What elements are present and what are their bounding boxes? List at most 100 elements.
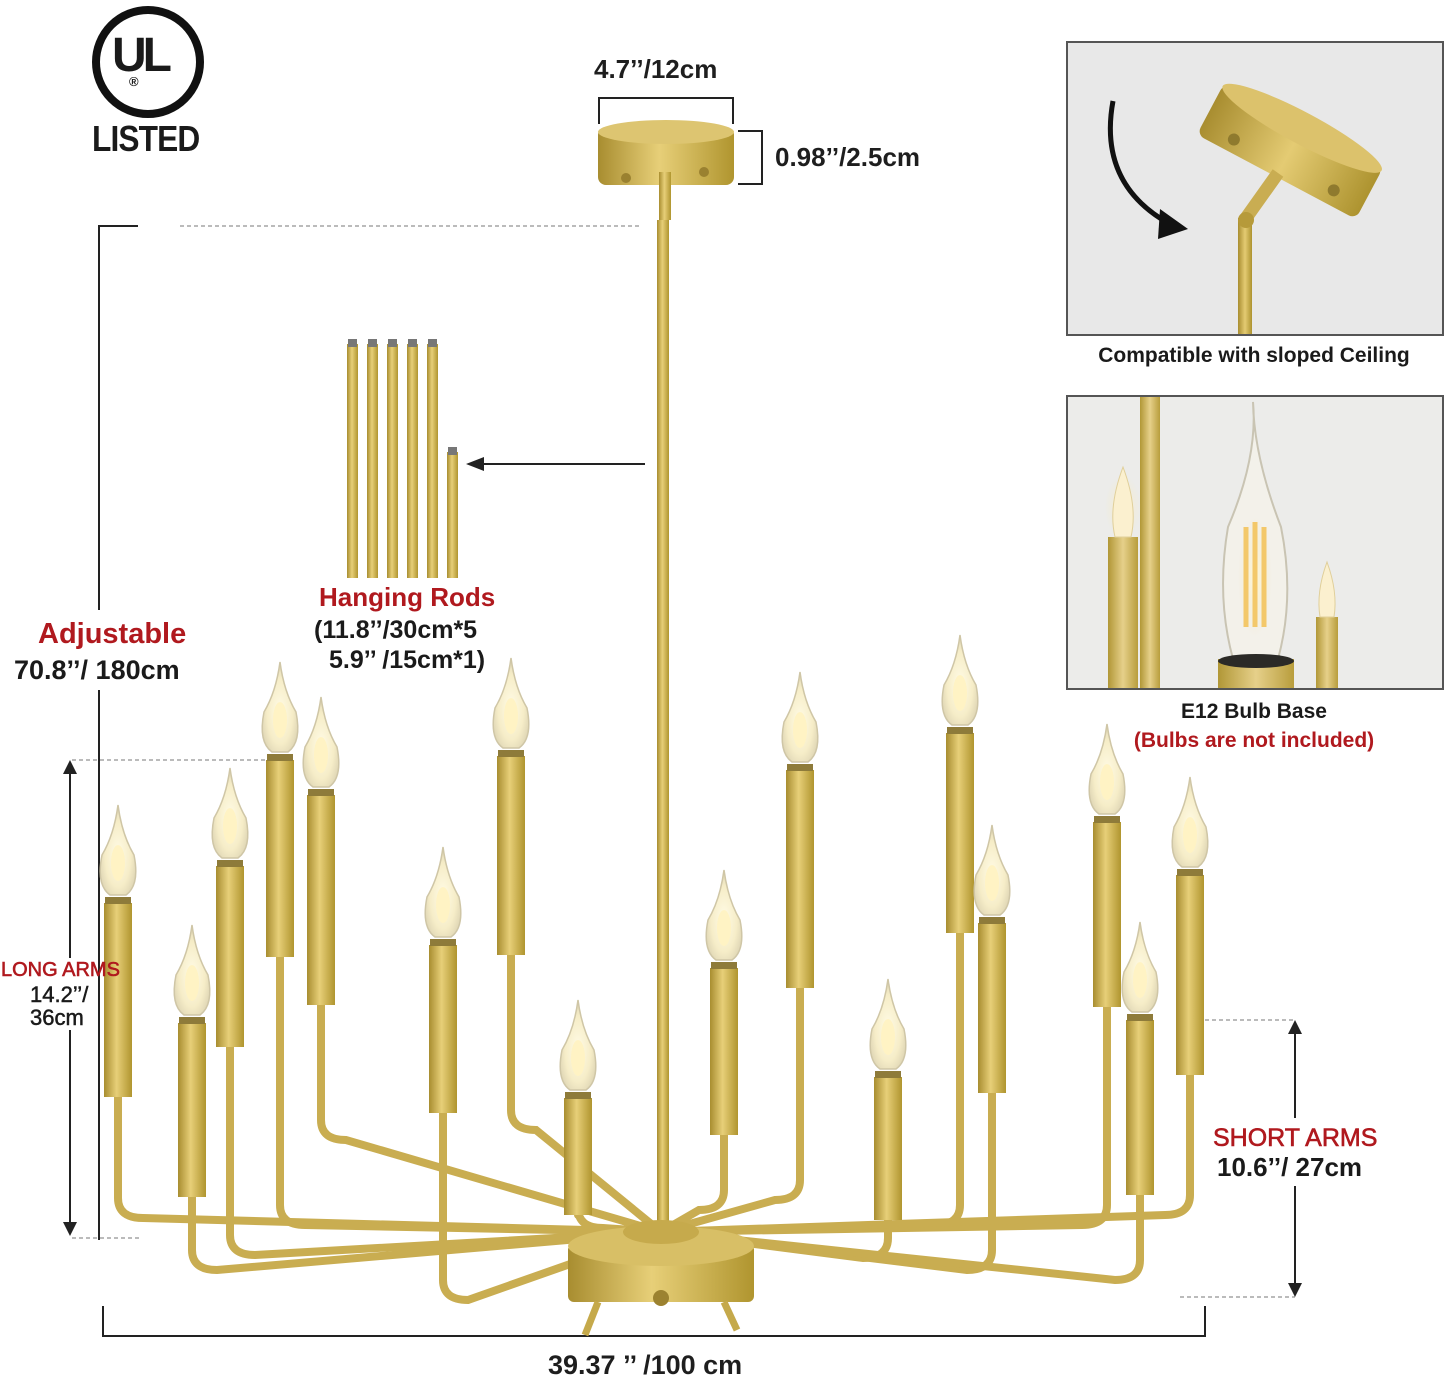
candle-cup (946, 733, 974, 933)
candle-cup (978, 923, 1006, 1093)
bulb-socket (308, 789, 334, 796)
sloped-ceiling-caption: Compatible with sloped Ceiling (1098, 344, 1410, 367)
rod-thread (408, 339, 417, 347)
bulb-closeup-illustration (1105, 397, 1338, 688)
spare-rod (407, 344, 418, 578)
long-arms-title: LONG ARMS (1, 959, 121, 982)
rods-pointer-arrow (466, 457, 645, 471)
candle-cup (786, 770, 814, 988)
rod-thread (368, 339, 377, 347)
spare-hanging-rods (347, 339, 458, 578)
candle-cup (1126, 1020, 1154, 1195)
dimension-arrowheads (63, 760, 1302, 1297)
chandelier-arm (657, 1071, 1194, 1236)
spare-rod (427, 344, 438, 578)
bulb-socket (217, 860, 243, 867)
bulb-filament-glow (571, 1040, 585, 1076)
bulb-socket (267, 754, 293, 761)
bulb-filament-glow (1183, 817, 1197, 853)
candle-cup (429, 945, 457, 1113)
bulb-socket (565, 1092, 591, 1099)
adjustable-title: Adjustable (38, 618, 187, 650)
chandelier-arm (439, 1109, 665, 1305)
dimension-lines (69, 97, 1296, 1337)
chandelier-arm (657, 984, 804, 1236)
bulb-socket (1094, 816, 1120, 823)
bulb-socket (1177, 869, 1203, 876)
rod-thread (448, 447, 457, 455)
bulb-socket (711, 962, 737, 969)
bulb-socket (498, 750, 524, 757)
chandelier-arm (657, 1131, 728, 1236)
canopy-width-label: 4.7’’/12cm (594, 54, 718, 84)
bulb-filament-glow (111, 845, 125, 881)
candle-cup (104, 903, 132, 1097)
sloped-ceiling-illustration (1107, 83, 1382, 334)
bulbs-not-included-note: (Bulbs are not included) (1133, 729, 1375, 752)
bulb-socket (1127, 1014, 1153, 1021)
candle-cup (497, 756, 525, 955)
bulb-socket (430, 939, 456, 946)
ul-registered-symbol: ® (129, 74, 139, 89)
canopy-height-label: 0.98’’/2.5cm (775, 142, 921, 172)
short-arms-title: SHORT ARMS (1213, 1124, 1378, 1153)
candle-cup (307, 795, 335, 1005)
bulb-filament-glow (881, 1019, 895, 1055)
short-arms-value: 10.6’’/ 27cm (1217, 1152, 1363, 1182)
bulb-filament-glow (436, 887, 450, 923)
candle-cup (1093, 822, 1121, 1007)
chandelier-arm (507, 951, 665, 1236)
bulb-filament-glow (223, 808, 237, 844)
chandelier-arms (114, 929, 1194, 1305)
ceiling-canopy (598, 120, 734, 220)
spare-rod (387, 344, 398, 578)
hanging-rods-title: Hanging Rods (319, 582, 496, 612)
bulb-filament-glow (793, 712, 807, 748)
candle-cup (564, 1098, 592, 1215)
bulb-socket (787, 764, 813, 771)
spare-rod (367, 344, 378, 578)
bulb-base-panel (1066, 395, 1444, 690)
candle-cup (1176, 875, 1204, 1075)
hanging-rods-spec-1: (11.8’’/30cm*5 (314, 616, 478, 644)
chandelier-arm (114, 1093, 665, 1236)
long-arms-value-line2: 36cm (30, 1005, 84, 1031)
bulb-socket (875, 1071, 901, 1078)
bulb-filament-glow (717, 910, 731, 946)
diameter-label: 39.37 ’’ /100 cm (548, 1350, 743, 1380)
bulb-socket (179, 1017, 205, 1024)
candle-cup (216, 866, 244, 1047)
chandelier-arm (657, 1191, 1144, 1285)
candle-cup (874, 1077, 902, 1220)
candle-cup (710, 968, 738, 1135)
ul-mark: UL (112, 29, 172, 82)
candle-sockets (99, 634, 1209, 1220)
candle-cup (178, 1023, 206, 1197)
spare-rod (347, 344, 358, 578)
chandelier-arm (317, 1001, 665, 1236)
bulb-filament-glow (985, 865, 999, 901)
center-hub (568, 1220, 754, 1337)
sloped-ceiling-panel (1066, 41, 1444, 336)
bulb-filament-glow (1100, 764, 1114, 800)
chandelier-arm (226, 1043, 665, 1260)
bulb-filament-glow (504, 698, 518, 734)
rod-thread (388, 339, 397, 347)
bulb-socket (979, 917, 1005, 924)
spare-rod (447, 452, 458, 578)
bulb-socket (105, 897, 131, 904)
bulb-filament-glow (953, 675, 967, 711)
adjustable-value: 70.8’’/ 180cm (14, 655, 180, 685)
bulb-base-caption: E12 Bulb Base (1181, 700, 1327, 723)
hanging-rods-spec-2: 5.9’’ /15cm*1) (329, 646, 486, 674)
bulb-filament-glow (314, 737, 328, 773)
rod-thread (428, 339, 437, 347)
ul-listed-logo (92, 6, 204, 118)
candle-cup (266, 760, 294, 957)
chandelier-arm (276, 953, 665, 1236)
ul-listed-text: LISTED (92, 118, 200, 159)
chandelier-arm (188, 1193, 665, 1275)
bulb-filament-glow (185, 965, 199, 1001)
